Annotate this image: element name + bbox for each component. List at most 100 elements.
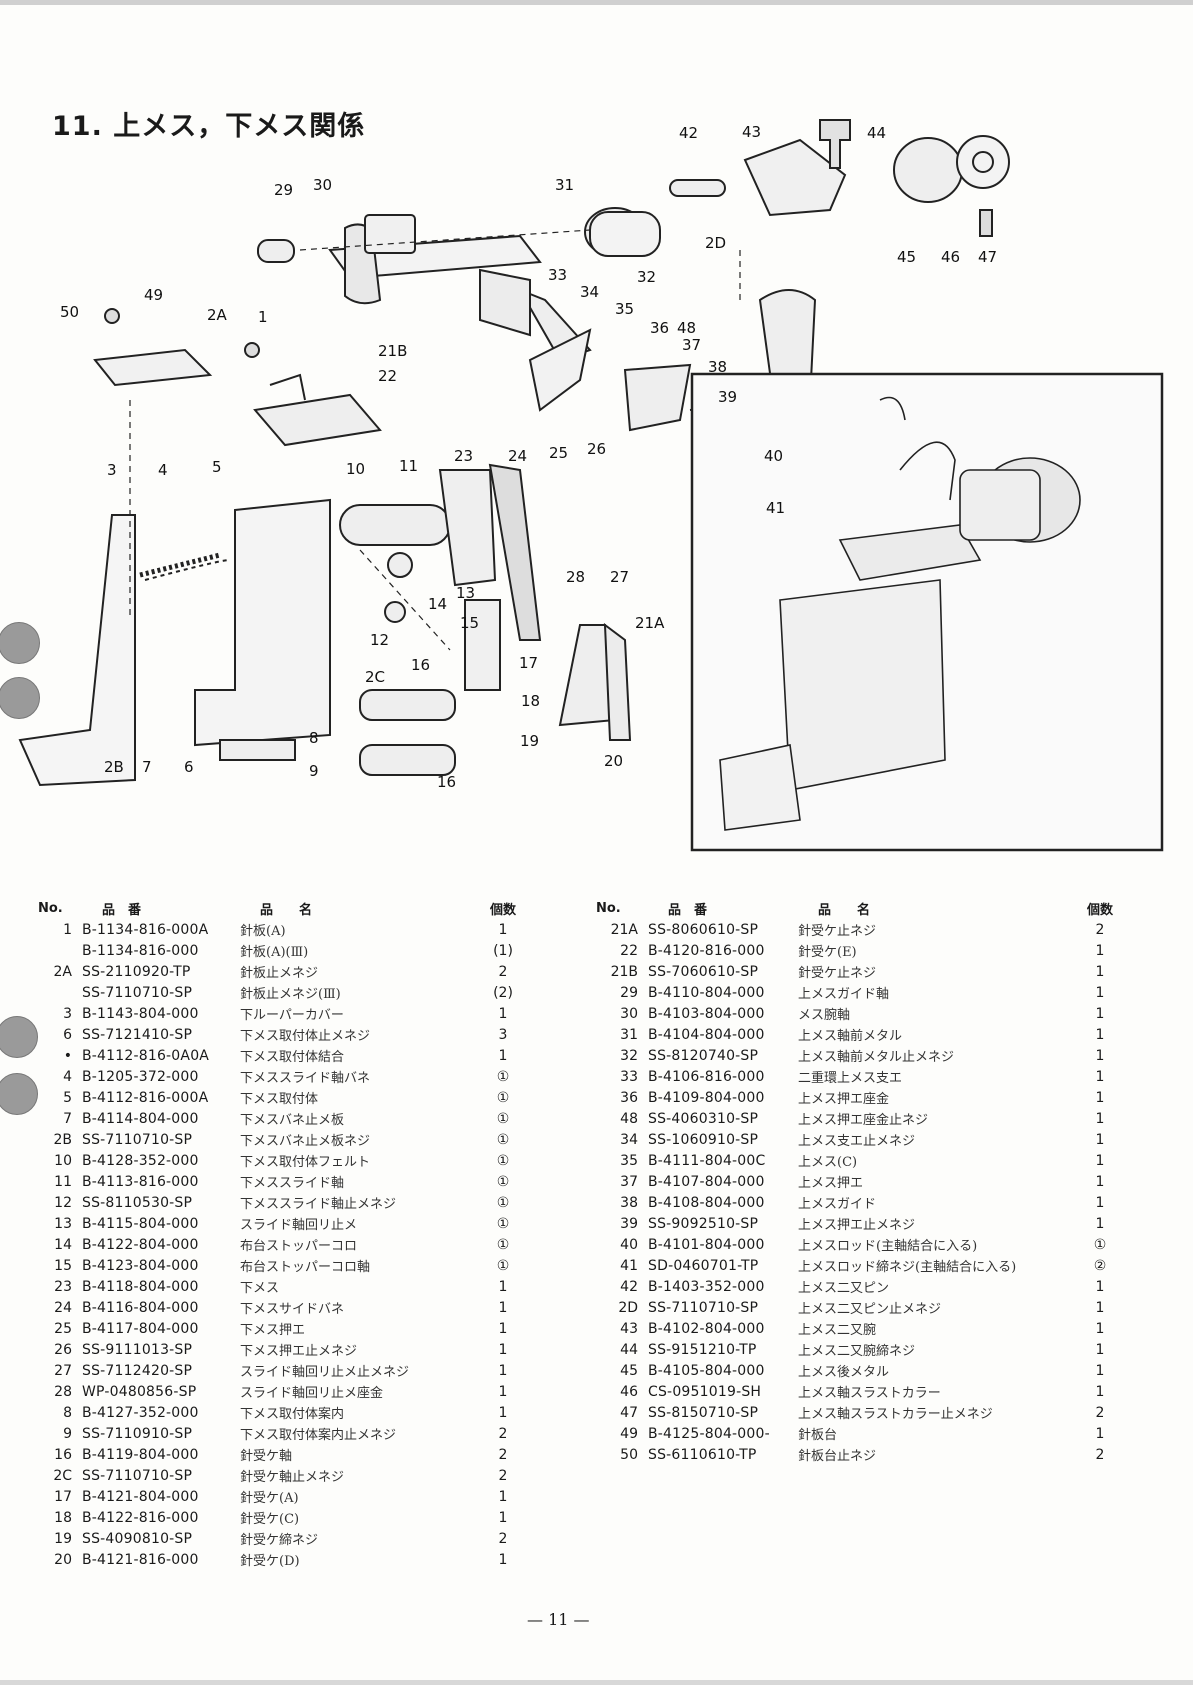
callout: 21A bbox=[635, 614, 665, 632]
row-name: 上メス軸スラストカラー bbox=[798, 1386, 941, 1401]
row-no: 16 bbox=[54, 1446, 72, 1463]
callout: 6 bbox=[184, 758, 194, 776]
row-part-no: SD-0460701-TP bbox=[648, 1257, 759, 1274]
row-no: 14 bbox=[54, 1236, 72, 1253]
row-qty: 2 bbox=[498, 1530, 508, 1547]
row-qty: 1 bbox=[1095, 1152, 1105, 1169]
row-qty: ① bbox=[496, 1173, 510, 1190]
callout: 10 bbox=[346, 460, 365, 478]
row-qty: 1 bbox=[1095, 1278, 1105, 1295]
row-name: 下メスバネ止メ板ネジ bbox=[240, 1134, 371, 1149]
row-name: 布台ストッパーコロ軸 bbox=[240, 1260, 371, 1275]
row-no: 7 bbox=[63, 1110, 72, 1127]
callout: 17 bbox=[519, 654, 538, 672]
row-qty: 2 bbox=[498, 1446, 508, 1463]
row-qty: ① bbox=[496, 1194, 510, 1211]
lower-knife-assembly bbox=[18, 463, 632, 787]
row-name: 針受ケ軸止メネジ bbox=[240, 1470, 345, 1485]
row-no: 28 bbox=[54, 1383, 72, 1400]
row-no: 36 bbox=[620, 1089, 638, 1106]
row-qty: 1 bbox=[1095, 1320, 1105, 1337]
row-name: 下メス取付体案内 bbox=[240, 1407, 345, 1422]
callout: 2B bbox=[104, 758, 124, 776]
row-name: スライド軸回リ止メ bbox=[240, 1218, 358, 1233]
row-no: • bbox=[63, 1047, 72, 1064]
callout: 49 bbox=[144, 286, 163, 304]
row-name: 上メス押エ bbox=[798, 1176, 864, 1191]
row-name: 針板台 bbox=[798, 1428, 838, 1443]
row-part-no: B-4102-804-000 bbox=[648, 1320, 765, 1337]
row-no: 37 bbox=[620, 1173, 638, 1190]
callout: 30 bbox=[313, 176, 332, 194]
callout: 42 bbox=[679, 124, 698, 142]
callout: 27 bbox=[610, 568, 629, 586]
callout: 13 bbox=[456, 584, 475, 602]
row-qty: 1 bbox=[498, 1341, 508, 1358]
table-header: No. 品 番 品 名 個数 bbox=[30, 897, 538, 919]
row-part-no: SS-2110920-TP bbox=[82, 963, 191, 980]
row-part-no: B-4113-816-000 bbox=[82, 1173, 199, 1190]
row-part-no: B-4112-816-0A0A bbox=[82, 1047, 210, 1064]
row-no: 42 bbox=[620, 1278, 638, 1295]
row-name: 針板止メネジ bbox=[240, 966, 319, 981]
callout: 41 bbox=[766, 499, 785, 517]
callout: 3 bbox=[107, 461, 117, 479]
row-name: スライド軸回リ止メ座金 bbox=[240, 1386, 384, 1401]
row-name: 針板台止ネジ bbox=[798, 1449, 877, 1464]
row-name: 下メス押エ止メネジ bbox=[240, 1344, 358, 1359]
callout: 46 bbox=[941, 248, 960, 266]
row-qty: 1 bbox=[498, 1383, 508, 1400]
row-qty: 1 bbox=[1095, 1173, 1105, 1190]
row-name: 下ルーパーカバー bbox=[240, 1008, 344, 1023]
row-no: 10 bbox=[54, 1152, 72, 1169]
row-qty: (2) bbox=[493, 984, 513, 1001]
callout: 23 bbox=[454, 447, 473, 465]
row-part-no: B-4103-804-000 bbox=[648, 1005, 765, 1022]
row-qty: ① bbox=[496, 1236, 510, 1253]
row-name: メス腕軸 bbox=[798, 1008, 851, 1023]
callout: 19 bbox=[520, 732, 539, 750]
row-part-no: SS-7110710-SP bbox=[82, 984, 193, 1001]
row-part-no: B-4114-804-000 bbox=[82, 1110, 199, 1127]
row-qty: ① bbox=[496, 1257, 510, 1274]
header-no: No. bbox=[596, 900, 621, 916]
callout: 48 bbox=[677, 319, 696, 337]
row-name: 上メス軸スラストカラー止メネジ bbox=[798, 1407, 993, 1422]
row-qty: 1 bbox=[498, 1320, 508, 1337]
callout: 14 bbox=[428, 595, 447, 613]
row-no: 9 bbox=[63, 1425, 72, 1442]
row-part-no: B-4104-804-000 bbox=[648, 1026, 765, 1043]
row-qty: 1 bbox=[498, 1362, 508, 1379]
row-name: 上メス押エ座金止ネジ bbox=[798, 1113, 929, 1128]
row-no: 44 bbox=[620, 1341, 638, 1358]
binder-hole bbox=[0, 622, 40, 664]
row-no: 4 bbox=[63, 1068, 72, 1085]
row-no: 26 bbox=[54, 1341, 72, 1358]
row-no: 15 bbox=[54, 1257, 72, 1274]
row-name: 針受ケ(E) bbox=[798, 945, 857, 960]
row-part-no: SS-8150710-SP bbox=[648, 1404, 759, 1421]
row-no: 5 bbox=[63, 1089, 72, 1106]
row-name: 上メスガイド軸 bbox=[798, 987, 890, 1002]
row-qty: ① bbox=[496, 1068, 510, 1085]
row-no: 19 bbox=[54, 1530, 72, 1547]
